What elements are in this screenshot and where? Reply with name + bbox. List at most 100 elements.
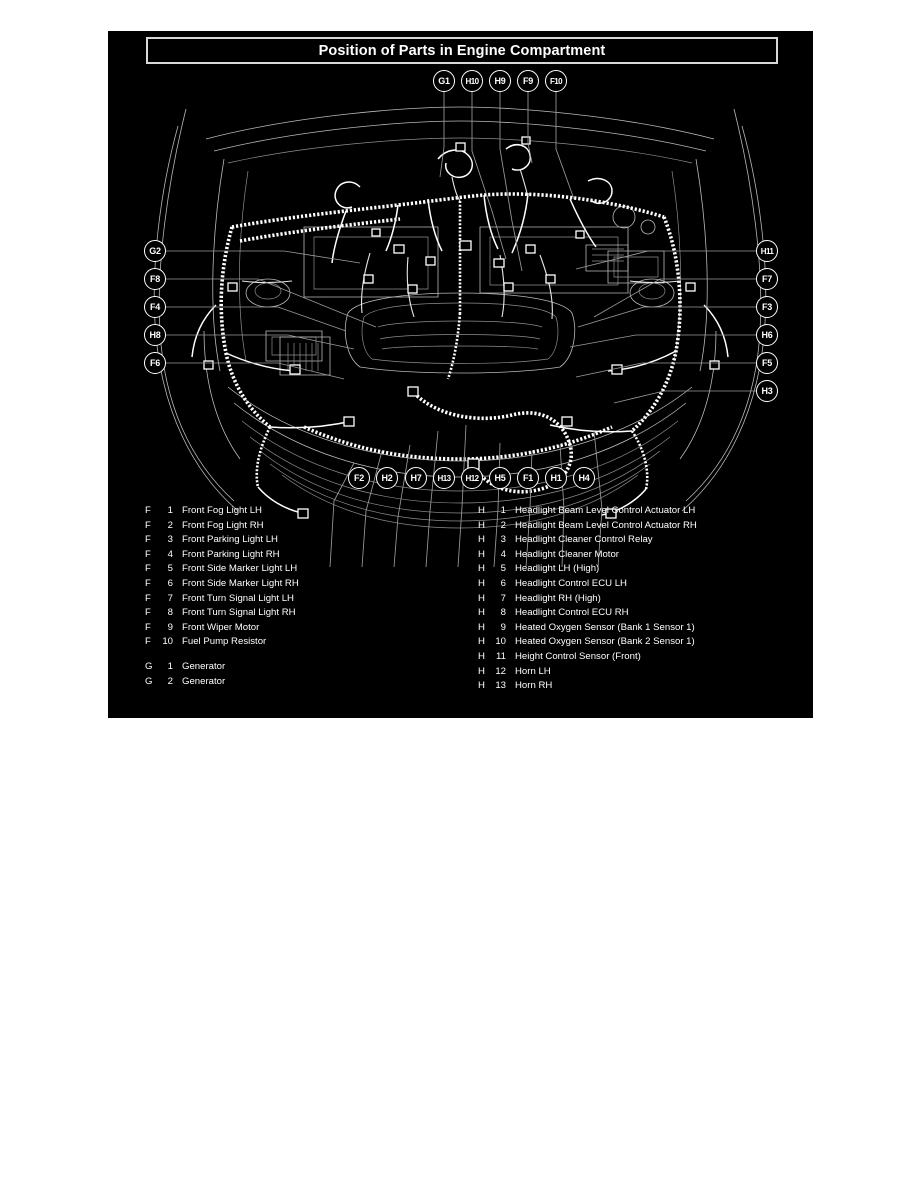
callout-h12[interactable]: H12 <box>461 467 483 489</box>
legend-letter: H <box>478 505 485 516</box>
callout-h10[interactable]: H10 <box>461 70 483 92</box>
figure-title-bar: Position of Parts in Engine Compartment <box>146 37 778 64</box>
legend-label: Front Wiper Motor <box>182 621 260 633</box>
legend-number: 1 <box>500 505 506 516</box>
leader-lines-top <box>439 91 575 272</box>
callout-h8[interactable]: H8 <box>144 324 166 346</box>
legend-row: H 11 Height Control Sensor (Front) <box>478 651 798 666</box>
legend-number: 5 <box>500 563 506 575</box>
callout-f5[interactable]: F5 <box>756 352 778 374</box>
callout-h4[interactable]: H4 <box>573 467 595 489</box>
legend-label: Front Fog Light RH <box>182 519 264 531</box>
legend-letter: H <box>478 665 485 677</box>
leader-lines-right <box>569 250 756 404</box>
legend-letter: F <box>145 621 151 633</box>
legend-letter: H <box>478 607 485 619</box>
callout-h7[interactable]: H7 <box>405 467 427 489</box>
legend-number: 8 <box>167 607 173 619</box>
legend-row: H 1 Headlight Beam Level Control Actuato… <box>478 505 798 520</box>
legend-label: Headlight Control ECU RH <box>515 607 629 619</box>
legend-label: Headlight Beam Level Control Actuator LH <box>515 505 696 516</box>
callout-h5[interactable]: H5 <box>489 467 511 489</box>
legend-letter: G <box>145 661 153 672</box>
callout-h3[interactable]: H3 <box>756 380 778 402</box>
parts-legend: F 1 Front Fog Light LH F 2 Front Fog Lig… <box>108 31 813 718</box>
legend-label: Heated Oxygen Sensor (Bank 1 Sensor 1) <box>515 621 695 633</box>
legend-row: F 9 Front Wiper Motor <box>145 622 445 637</box>
legend-number: 7 <box>500 592 506 604</box>
callout-h1[interactable]: H1 <box>545 467 567 489</box>
legend-letter: F <box>145 607 151 619</box>
legend-letter: H <box>478 592 485 604</box>
legend-label: Generator <box>182 675 226 687</box>
legend-label: Heated Oxygen Sensor (Bank 2 Sensor 1) <box>515 636 695 648</box>
legend-row: H 9 Heated Oxygen Sensor (Bank 1 Sensor … <box>478 622 798 637</box>
legend-label: Headlight Control ECU LH <box>515 577 627 589</box>
legend-label: Front Turn Signal Light LH <box>182 592 294 604</box>
callout-f4[interactable]: F4 <box>144 296 166 318</box>
legend-row: G 2 Generator <box>145 676 445 691</box>
legend-label: Horn RH <box>515 680 553 692</box>
legend-number: 11 <box>496 650 506 662</box>
legend-letter: H <box>478 534 485 546</box>
engine-compartment-figure-panel: Position of Parts in Engine Compartment … <box>108 31 813 718</box>
illustration-artwork <box>153 91 767 568</box>
callout-f6[interactable]: F6 <box>144 352 166 374</box>
callout-h13[interactable]: H13 <box>433 467 455 489</box>
legend-row: F 5 Front Side Marker Light LH <box>145 563 445 578</box>
legend-letter: H <box>478 519 485 531</box>
callout-f8[interactable]: F8 <box>144 268 166 290</box>
callout-f10[interactable]: F10 <box>545 70 567 92</box>
legend-number: 10 <box>495 636 506 648</box>
legend-letter: H <box>478 636 485 648</box>
legend-label: Front Parking Light LH <box>182 534 278 546</box>
legend-row: H 3 Headlight Cleaner Control Relay <box>478 534 798 549</box>
legend-row: F 7 Front Turn Signal Light LH <box>145 593 445 608</box>
legend-letter: H <box>478 621 485 633</box>
legend-letter: F <box>145 505 151 516</box>
legend-row: H 13 Horn RH <box>478 680 798 695</box>
legend-label: Headlight Beam Level Control Actuator RH <box>515 519 697 531</box>
legend-row: F 2 Front Fog Light RH <box>145 520 445 535</box>
callout-h9[interactable]: H9 <box>489 70 511 92</box>
legend-row: G 1 Generator <box>145 661 445 676</box>
legend-letter: H <box>478 563 485 575</box>
legend-row: H 7 Headlight RH (High) <box>478 593 798 608</box>
callout-f9[interactable]: F9 <box>517 70 539 92</box>
callout-g2[interactable]: G2 <box>144 240 166 262</box>
legend-label: Headlight Cleaner Motor <box>515 548 619 560</box>
legend-label: Front Side Marker Light RH <box>182 577 299 589</box>
legend-number: 2 <box>167 519 173 531</box>
legend-number: 13 <box>495 680 506 692</box>
callout-f7[interactable]: F7 <box>756 268 778 290</box>
legend-label: Headlight RH (High) <box>515 592 601 604</box>
legend-number: 1 <box>167 661 173 672</box>
legend-number: 6 <box>167 577 173 589</box>
engine-bay-wiring-illustration: .bodyln { fill:none; stroke:#b9b9b9; str… <box>108 31 813 718</box>
legend-row: F 6 Front Side Marker Light RH <box>145 578 445 593</box>
legend-letter: F <box>145 577 151 589</box>
legend-number: 3 <box>167 534 173 546</box>
leader-lines-left <box>166 250 377 380</box>
callout-g1[interactable]: G1 <box>433 70 455 92</box>
legend-row: F 3 Front Parking Light LH <box>145 534 445 549</box>
legend-number: 4 <box>167 548 173 560</box>
callout-h2[interactable]: H2 <box>376 467 398 489</box>
wiring-harness-main <box>219 192 682 494</box>
callout-f1[interactable]: F1 <box>517 467 539 489</box>
callout-f3[interactable]: F3 <box>756 296 778 318</box>
legend-number: 12 <box>495 665 506 677</box>
callout-h11[interactable]: H11 <box>756 240 778 262</box>
legend-row: H 2 Headlight Beam Level Control Actuato… <box>478 520 798 535</box>
legend-row: H 4 Headlight Cleaner Motor <box>478 549 798 564</box>
legend-row: F 4 Front Parking Light RH <box>145 549 445 564</box>
legend-label: Horn LH <box>515 665 551 677</box>
callout-f2[interactable]: F2 <box>348 467 370 489</box>
legend-number: 1 <box>167 505 173 516</box>
legend-number: 8 <box>500 607 506 619</box>
legend-letter: F <box>145 592 151 604</box>
legend-number: 7 <box>167 592 173 604</box>
legend-letter: H <box>478 577 485 589</box>
callout-h6[interactable]: H6 <box>756 324 778 346</box>
legend-letter: H <box>478 548 485 560</box>
